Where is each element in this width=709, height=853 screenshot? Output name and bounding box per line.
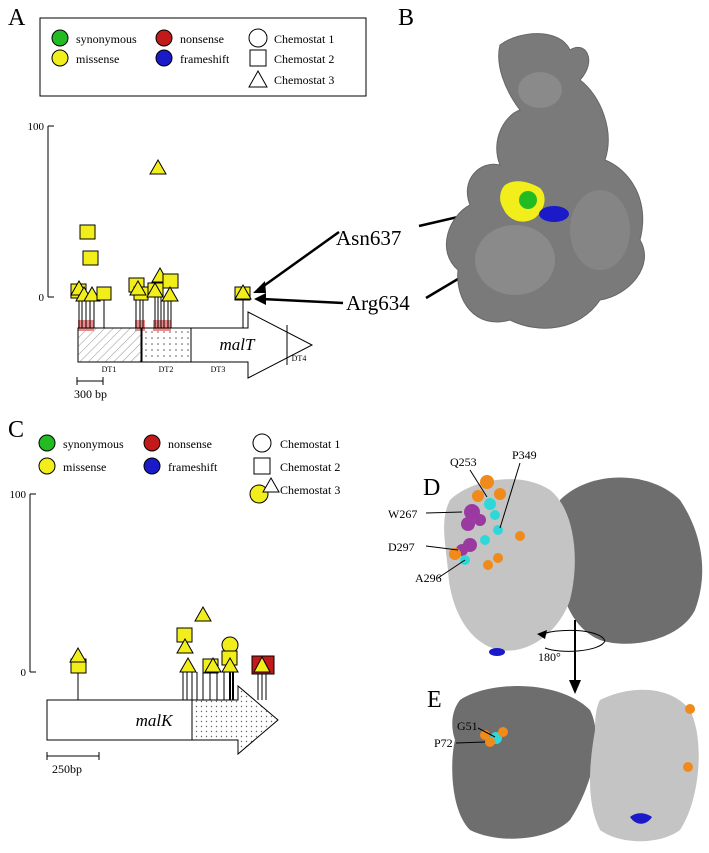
legend-synonymous-swatch bbox=[38, 434, 56, 452]
panel-a-scale-bar: 300 bp bbox=[74, 377, 107, 401]
panel-a-markers bbox=[70, 158, 252, 302]
panel-label-c: C bbox=[8, 417, 24, 443]
legend-synonymous-label: synonymous bbox=[76, 32, 137, 46]
legend-synonymous-label: synonymous bbox=[63, 437, 124, 451]
panel-c-scale-bar: 250bp bbox=[46, 752, 100, 776]
legend-chemostat3-label: Chemostat 3 bbox=[274, 73, 334, 87]
domain-dt3-arrow bbox=[190, 311, 314, 379]
legend-chemostat2-label: Chemostat 2 bbox=[274, 52, 334, 66]
malk-gene: malK bbox=[46, 684, 279, 756]
panel-c-yzero: 0 bbox=[21, 667, 27, 679]
panel-label-e: E bbox=[427, 687, 442, 713]
panel-c-axis: 100 0 bbox=[10, 489, 36, 679]
domain-dt2 bbox=[141, 327, 192, 363]
marker-missense bbox=[234, 283, 252, 300]
panel-a-scale-label: 300 bp bbox=[74, 387, 107, 401]
marker-missense bbox=[176, 637, 194, 654]
panel-c-markers bbox=[69, 605, 275, 675]
domain-label-dt1: DT1 bbox=[102, 365, 117, 374]
marker-missense bbox=[69, 646, 87, 663]
frameshift-residue bbox=[539, 206, 569, 222]
synonymous-residue bbox=[519, 191, 537, 209]
protein-structure-malk-d bbox=[444, 475, 703, 656]
marker-missense bbox=[253, 655, 271, 673]
panel-d-residue-labels: Q253 P349 W267 D297 A296 bbox=[388, 448, 537, 585]
marker-missense bbox=[194, 605, 212, 622]
legend-chemostat1-label: Chemostat 1 bbox=[274, 32, 334, 46]
marker-missense bbox=[204, 656, 222, 673]
marker-missense bbox=[83, 285, 101, 302]
marker-missense bbox=[161, 285, 179, 302]
residue-p349: P349 bbox=[512, 448, 537, 462]
malt-gene: malT DT1 DT2 DT3 DT4 bbox=[77, 311, 314, 379]
annotation-arg634: Arg634 bbox=[346, 291, 410, 315]
panel-a-axis: 100 0 bbox=[28, 121, 54, 304]
rotation-arrow: 180° bbox=[537, 620, 606, 694]
panel-c-stems bbox=[77, 672, 267, 700]
legend-chemostat3-label: Chemostat 3 bbox=[280, 483, 340, 497]
panel-e-residue-labels: G51 P72 bbox=[434, 719, 496, 750]
legend-chemostat3-marker bbox=[248, 69, 268, 88]
legend-chemostat2-marker bbox=[249, 49, 267, 67]
marker-missense bbox=[221, 656, 239, 673]
legend-frameshift-swatch bbox=[143, 457, 161, 475]
gene-label-malk: malK bbox=[136, 711, 175, 730]
legend-chemostat1-marker bbox=[252, 433, 272, 453]
legend-missense-swatch bbox=[51, 49, 69, 67]
gene-label-malt: malT bbox=[220, 335, 257, 354]
marker-missense bbox=[79, 224, 96, 240]
panel-c-ymax: 100 bbox=[10, 489, 27, 501]
legend-chemostat1-label: Chemostat 1 bbox=[280, 437, 340, 451]
rotation-label: 180° bbox=[538, 650, 561, 664]
domain-dt1 bbox=[77, 327, 142, 363]
residue-a296: A296 bbox=[415, 571, 442, 585]
protein-structure-malt bbox=[446, 33, 645, 329]
residue-g51: G51 bbox=[457, 719, 478, 733]
domain-label-dt2: DT2 bbox=[159, 365, 174, 374]
legend-frameshift-label: frameshift bbox=[168, 460, 218, 474]
domain-label-dt4: DT4 bbox=[292, 354, 307, 363]
legend-chemostat2-marker bbox=[253, 457, 271, 475]
residue-d297: D297 bbox=[388, 540, 415, 554]
legend-bottom: synonymous missense nonsense frameshift … bbox=[38, 433, 340, 504]
panel-label-b: B bbox=[398, 5, 414, 31]
marker-missense bbox=[129, 279, 147, 296]
residue-p72: P72 bbox=[434, 736, 453, 750]
legend-missense-swatch bbox=[38, 457, 56, 475]
marker-missense bbox=[179, 656, 197, 673]
domain-label-dt3: DT3 bbox=[211, 365, 226, 374]
legend-missense-label: missense bbox=[76, 52, 119, 66]
panel-a-stems bbox=[78, 297, 244, 328]
legend-nonsense-swatch bbox=[143, 434, 161, 452]
legend-frameshift-swatch bbox=[155, 49, 173, 67]
legend-chemostat3-circle bbox=[249, 484, 269, 504]
legend-missense-label: missense bbox=[63, 460, 106, 474]
legend-chemostat3-marker bbox=[262, 476, 280, 493]
legend-synonymous-swatch bbox=[51, 29, 69, 47]
hotspot-mark bbox=[153, 320, 171, 331]
legend-chemostat2-label: Chemostat 2 bbox=[280, 460, 340, 474]
panel-a-ymax: 100 bbox=[28, 121, 45, 133]
legend-nonsense-label: nonsense bbox=[168, 437, 212, 451]
marker-missense bbox=[96, 286, 112, 301]
legend-nonsense-label: nonsense bbox=[180, 32, 224, 46]
marker-missense bbox=[149, 158, 167, 175]
panel-label-a: A bbox=[8, 5, 26, 31]
legend-chemostat1-marker bbox=[248, 28, 268, 48]
panel-c-scale-label: 250bp bbox=[52, 762, 82, 776]
annotation-asn637: Asn637 bbox=[336, 226, 401, 250]
residue-w267: W267 bbox=[388, 507, 417, 521]
marker-missense bbox=[162, 273, 179, 289]
protein-structure-malk-e bbox=[452, 686, 699, 842]
marker-missense bbox=[82, 250, 99, 266]
legend-top: synonymous missense nonsense frameshift … bbox=[39, 17, 367, 97]
legend-frameshift-label: frameshift bbox=[180, 52, 230, 66]
panel-a-yzero: 0 bbox=[39, 292, 45, 304]
panel-label-d: D bbox=[423, 475, 440, 501]
marker-missense bbox=[146, 281, 164, 298]
legend-nonsense-swatch bbox=[155, 29, 173, 47]
residue-q253: Q253 bbox=[450, 455, 477, 469]
